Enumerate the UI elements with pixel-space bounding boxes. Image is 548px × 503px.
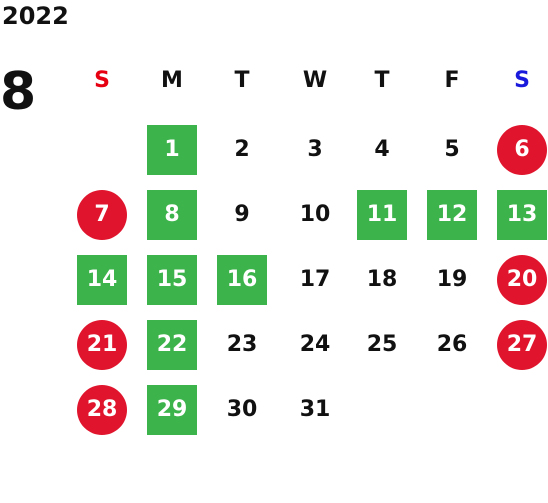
calendar-day-22[interactable]: 22: [147, 320, 197, 370]
calendar-day-18[interactable]: 18: [366, 267, 398, 292]
calendar-day-6[interactable]: 6: [497, 125, 547, 175]
calendar-day-27[interactable]: 27: [497, 320, 547, 370]
weekday-header-4: T: [374, 68, 390, 93]
calendar-day-12[interactable]: 12: [427, 190, 477, 240]
weekday-header-1: M: [161, 68, 183, 93]
calendar-day-28[interactable]: 28: [77, 385, 127, 435]
calendar-month: 8: [0, 62, 37, 122]
calendar-day-29[interactable]: 29: [147, 385, 197, 435]
calendar-day-31[interactable]: 31: [299, 397, 331, 422]
calendar-day-15[interactable]: 15: [147, 255, 197, 305]
calendar-day-13[interactable]: 13: [497, 190, 547, 240]
weekday-header-0: S: [94, 68, 110, 93]
calendar-day-7[interactable]: 7: [77, 190, 127, 240]
calendar-day-17[interactable]: 17: [299, 267, 331, 292]
calendar-day-14[interactable]: 14: [77, 255, 127, 305]
calendar-day-24[interactable]: 24: [299, 332, 331, 357]
calendar-day-30[interactable]: 30: [226, 397, 258, 422]
weekday-header-2: T: [234, 68, 250, 93]
calendar-day-23[interactable]: 23: [226, 332, 258, 357]
calendar-day-26[interactable]: 26: [436, 332, 468, 357]
calendar-day-5[interactable]: 5: [444, 137, 460, 162]
calendar-day-25[interactable]: 25: [366, 332, 398, 357]
weekday-header-6: S: [514, 68, 530, 93]
weekday-header-5: F: [444, 68, 460, 93]
calendar-day-1[interactable]: 1: [147, 125, 197, 175]
calendar-day-3[interactable]: 3: [307, 137, 323, 162]
calendar-day-4[interactable]: 4: [374, 137, 390, 162]
calendar-day-11[interactable]: 11: [357, 190, 407, 240]
calendar-day-8[interactable]: 8: [147, 190, 197, 240]
calendar-day-19[interactable]: 19: [436, 267, 468, 292]
calendar-day-9[interactable]: 9: [234, 202, 250, 227]
calendar-day-20[interactable]: 20: [497, 255, 547, 305]
calendar-day-16[interactable]: 16: [217, 255, 267, 305]
calendar-day-2[interactable]: 2: [234, 137, 250, 162]
calendar-day-21[interactable]: 21: [77, 320, 127, 370]
weekday-header-3: W: [302, 68, 328, 93]
calendar-year: 2022: [2, 2, 69, 30]
calendar-day-10[interactable]: 10: [299, 202, 331, 227]
